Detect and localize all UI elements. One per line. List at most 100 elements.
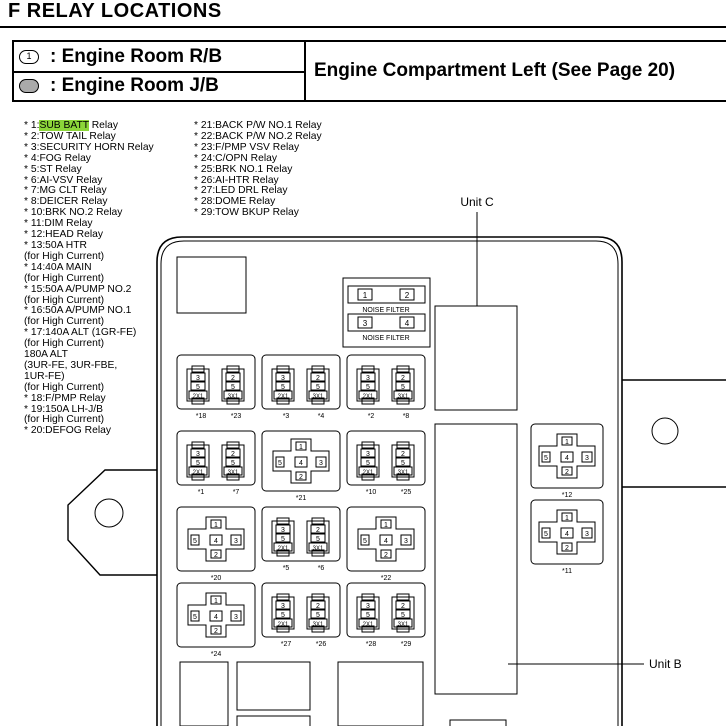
relay-text: (for High Current) [24,338,105,350]
legend-symbol-gray [14,78,44,93]
relay-list-item: * 20:DEFOG Relay [24,425,154,437]
unit-c-box [434,305,518,411]
relay-pin-label: 5 [316,384,320,391]
noise-filter-pin-label: 3 [363,319,368,328]
relay-pin-label: 2 [231,375,235,382]
noise-filter-pin [399,316,415,329]
relay-list-item: * 22:BACK P/W NO.2 Relay [194,130,322,142]
relay-slot [176,582,256,648]
relay-pin-label: 2X1 [193,394,204,400]
relay-text: * 7:MG CLT Relay [24,185,107,197]
relay-text: * 20:DEFOG Relay [24,425,111,437]
relay-pin-label: 5 [196,384,200,391]
relay-slot-label: *28 [366,641,377,648]
gray-oval-icon [19,78,39,93]
relay-slot-label: *21 [296,495,307,502]
relay-text: * 2:TOW TAIL Relay [24,130,116,142]
relay-pin-label: 2 [231,451,235,458]
relay-slot [176,354,256,410]
legend-symbol-numbered: 1 [14,49,44,64]
relay-slot-label: *7 [233,489,240,496]
relay-pin-label: 1 [565,439,569,446]
relay-text: (for High Current) [24,272,105,284]
relay-slot-label: *20 [211,575,222,582]
small-relay-tab [361,625,375,633]
relay-pin [190,457,206,467]
relay-pin-label: 5 [196,460,200,467]
relay-text: (for High Current) [24,316,105,328]
relay-pin-label: 2 [214,628,218,635]
relay-list-item: (3UR-FE, 3UR-FBE, [24,360,154,372]
legend-row-rb: 1 : Engine Room R/B [14,42,304,73]
small-relay-tab [191,473,205,481]
relay-pin-label: 2X1 [363,470,374,476]
relay-pin-label: 3 [366,603,370,610]
relay-pin [358,390,378,400]
relay-pin [358,618,378,628]
relay-box-inner-outline [160,240,619,726]
relay-pin [308,618,328,628]
relay-text: * 8:DEICER Relay [24,196,108,208]
relay-pin [310,600,326,610]
relay-pin-label: 5 [363,538,367,545]
noise-filter-connector [347,285,426,304]
relay-pin-label: 3X1 [313,394,324,400]
relay-slot [261,582,341,638]
relay-pin-label: 3 [366,451,370,458]
relay-pin [275,533,291,543]
relay-pin [360,448,376,458]
bottom-block [449,719,507,726]
relay-pin [294,456,308,468]
relay-pin [393,618,413,628]
small-relay-tab [361,397,375,405]
relay-pin-label: 5 [281,384,285,391]
relay-pin-label: 2 [565,545,569,552]
small-relay-tab [361,593,375,601]
noise-filter-pin [357,288,373,301]
relay-pin [360,534,370,546]
relay-pin [190,448,206,458]
legend-symbols: 1 : Engine Room R/B : Engine Room J/B [14,42,306,100]
relay-slot [261,354,341,410]
relay-slot [176,430,256,486]
relay-box-outer-outline [156,236,623,726]
noise-filter-pin [399,288,415,301]
bottom-block [337,661,424,726]
small-relay-tab [191,397,205,405]
relay-slot-label: *2 [368,413,375,420]
relay-list-item: * 11:DIM Relay [24,218,154,230]
relay-pin-label: 2 [384,552,388,559]
relay-pin-label: 3 [196,451,200,458]
relay-pin [560,527,574,539]
small-relay-tab [226,397,240,405]
relay-slot [346,354,426,410]
relay-text: * 17:140A ALT (1GR-FE) [24,327,137,339]
relay-pin [275,524,291,534]
relay-pin [188,466,208,476]
relay-list-item: * 5:ST Relay [24,164,154,176]
relay-slot-label: *1 [198,489,205,496]
relay-pin [308,390,328,400]
relay-pin [275,609,291,619]
relay-pin-label: 2 [401,451,405,458]
small-relay-tab [311,593,325,601]
relay-pin [225,381,241,391]
relay-list-item: * 13:50A HTR [24,240,154,252]
relay-pin-label: 3 [281,603,285,610]
left-mount-hole [94,498,124,528]
relay-list-item: * 23:F/PMP VSV Relay [194,141,300,153]
relay-pin [275,381,291,391]
relay-list-item: * 15:50A A/PUMP NO.2 [24,284,154,296]
relay-pin-label: 3 [234,538,238,545]
relay-pin [310,524,326,534]
legend-text-rb: : Engine Room R/B [50,45,223,67]
relay-pin-label: 5 [544,531,548,538]
relay-pin [315,456,327,468]
small-relay-body [306,596,330,630]
unit-c-label: Unit C [460,195,494,209]
relay-pin-label: 3 [281,527,285,534]
relay-pin [310,372,326,382]
relay-pin-label: 1 [214,522,218,529]
relay-pin-label: 5 [544,455,548,462]
relay-text: * 14:40A MAIN [24,261,92,273]
